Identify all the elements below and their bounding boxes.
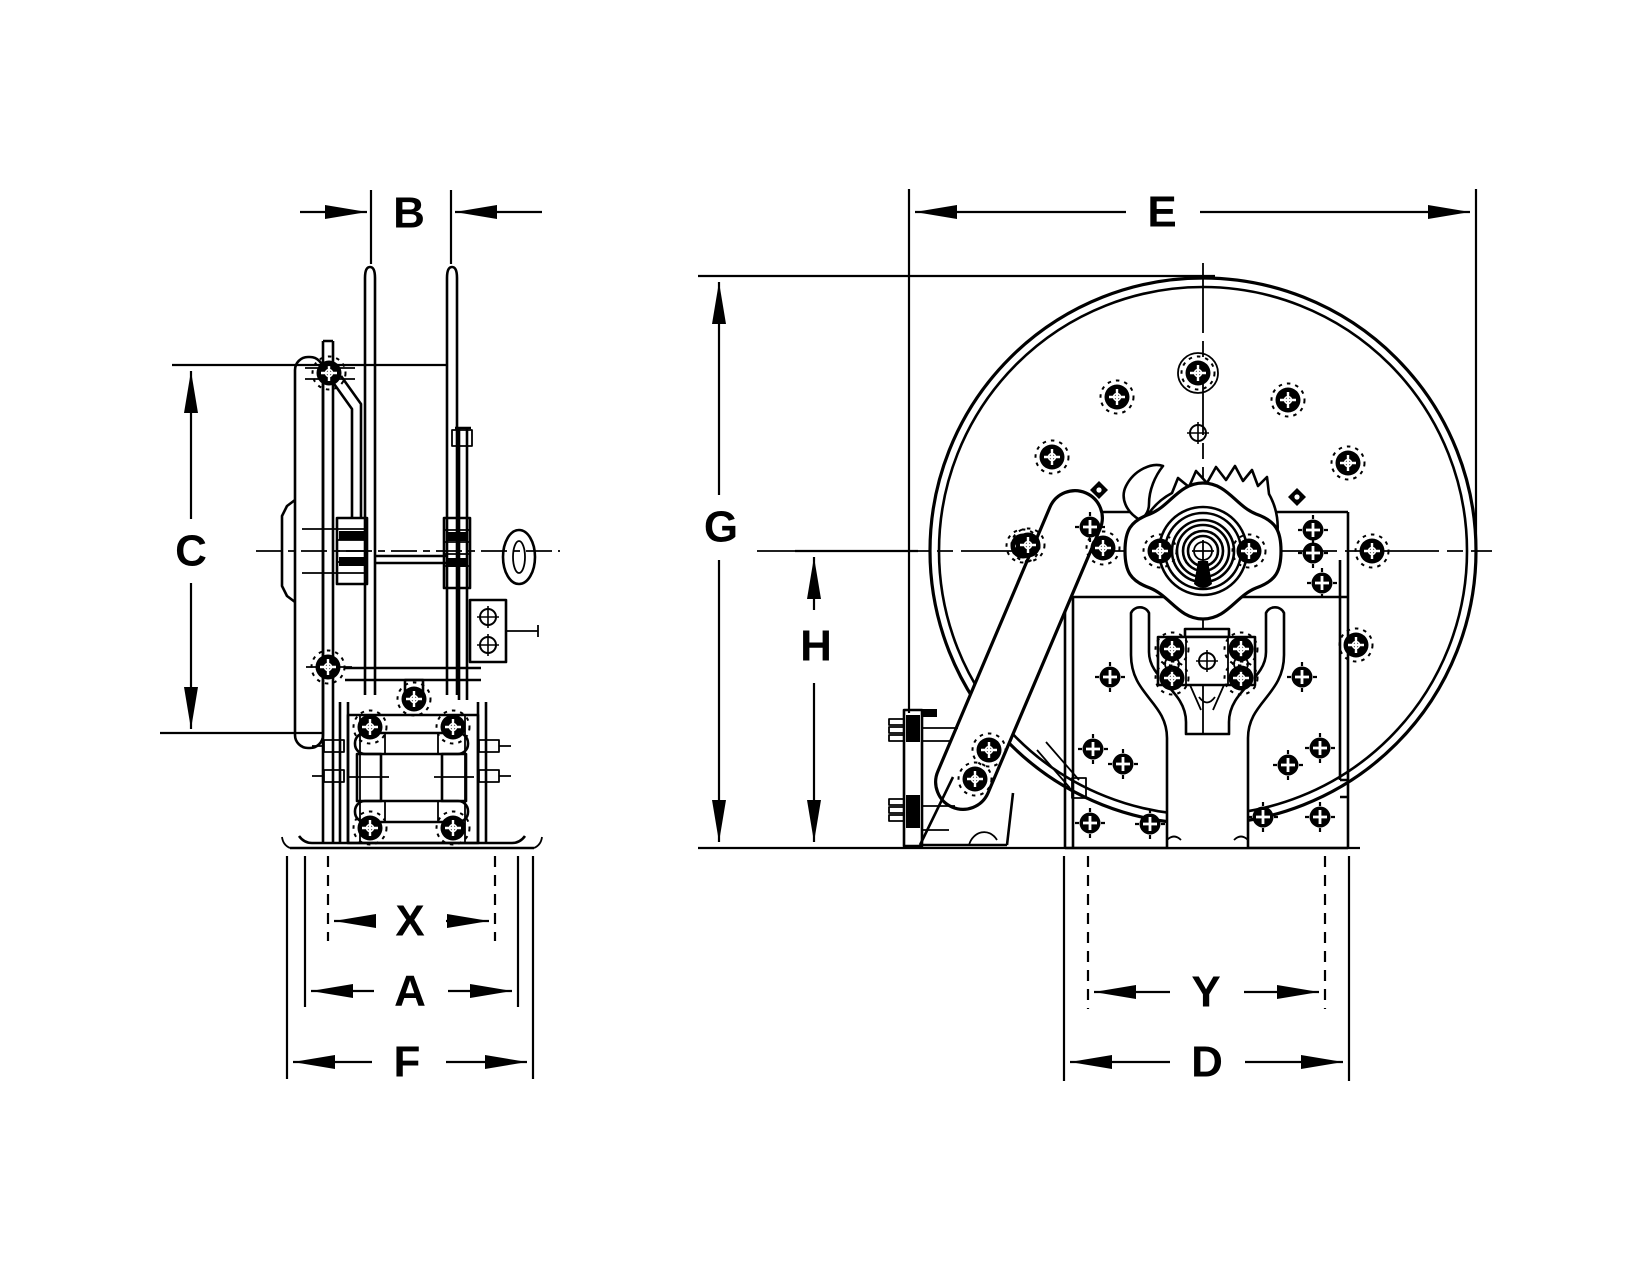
fork-riser: [1129, 606, 1286, 848]
front-view: [757, 263, 1492, 850]
dimensions: B C X A F: [160, 188, 1478, 1087]
disc-stack: [280, 339, 369, 843]
dimension-F: F: [285, 856, 535, 1087]
dim-label-a: A: [394, 967, 426, 1016]
dimension-A: A: [303, 856, 520, 1016]
side-view: [256, 265, 560, 850]
hub-assembly: [1123, 481, 1283, 621]
roller-frame: [312, 702, 511, 846]
crank-knob: [501, 528, 537, 586]
dim-label-d: D: [1191, 1038, 1223, 1087]
swivel-bracket: [1154, 627, 1259, 711]
gear-column: [442, 426, 539, 700]
dimension-D: D: [1062, 856, 1351, 1087]
dimension-G: G: [698, 274, 1215, 842]
dimension-H: H: [795, 549, 918, 842]
dim-label-h: H: [800, 622, 832, 671]
roller-guide-bracket: [888, 708, 958, 848]
dimension-C: C: [160, 363, 447, 735]
dimension-E: E: [907, 188, 1478, 713]
dimension-X: X: [326, 856, 497, 946]
guide-arms: [345, 265, 481, 717]
dim-label-f: F: [394, 1038, 421, 1087]
latch-arm: [918, 489, 1104, 847]
dim-label-y: Y: [1191, 968, 1220, 1017]
base-plate: [281, 835, 543, 850]
dim-label-c: C: [175, 527, 207, 576]
dim-label-x: X: [395, 897, 424, 946]
dim-label-g: G: [704, 503, 738, 552]
dim-label-e: E: [1147, 188, 1176, 237]
bolt-pattern: [1005, 352, 1390, 841]
dimension-Y: Y: [1086, 856, 1327, 1017]
dimension-B: B: [300, 189, 542, 264]
dim-label-b: B: [393, 189, 425, 238]
